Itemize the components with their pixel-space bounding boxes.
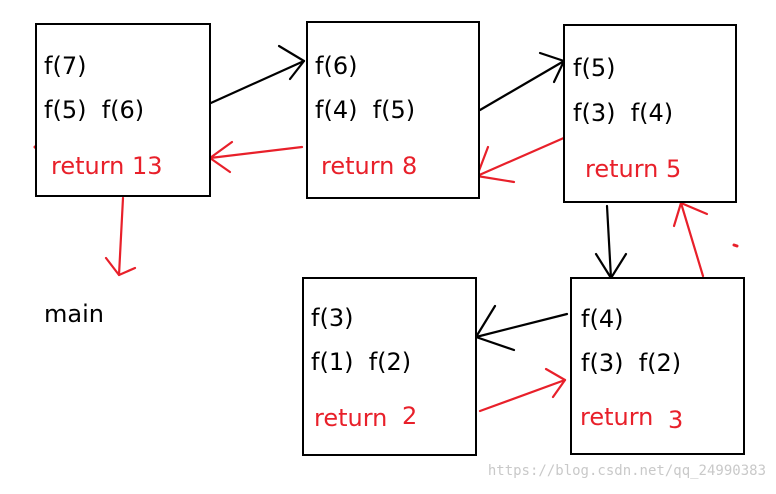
box-f7-return: return 13 xyxy=(51,152,163,180)
return-arrow-f6-to-f7 xyxy=(208,140,304,174)
box-f3: f(3) f(1) f(2) return 2 xyxy=(302,277,477,456)
box-f4: f(4) f(3) f(2) return 3 xyxy=(570,277,745,455)
call-arrow-f6-to-f5 xyxy=(478,51,566,112)
box-f7-subcalls: f(5) f(6) xyxy=(44,96,145,124)
box-f6-call: f(6) xyxy=(315,52,358,80)
call-arrow-f5-to-f4 xyxy=(594,204,628,280)
return-arrow-f3-to-f4 xyxy=(478,367,567,413)
box-f4-call: f(4) xyxy=(581,305,624,333)
call-arrow-f7-to-f6 xyxy=(200,44,306,109)
stray-red-mark-right xyxy=(732,243,739,248)
box-f6-return: return 8 xyxy=(321,152,418,180)
box-f3-call: f(3) xyxy=(311,304,354,332)
return-arrow-f7-to-main xyxy=(104,196,137,277)
box-f7: f(7) f(5) f(6) return 13 xyxy=(35,23,211,197)
return-arrow-f5-to-f6 xyxy=(475,135,568,184)
box-f5-return: return 5 xyxy=(585,155,682,183)
box-f3-return-value: 2 xyxy=(402,402,418,430)
watermark: https://blog.csdn.net/qq_24990383 xyxy=(487,463,766,479)
box-f5-call: f(5) xyxy=(573,54,616,82)
box-f4-return-word: return xyxy=(580,403,654,431)
box-f5-subcalls: f(3) f(4) xyxy=(573,99,674,127)
box-f3-return-word: return xyxy=(314,404,388,432)
box-f6-subcalls: f(4) f(5) xyxy=(315,96,416,124)
box-f7-call: f(7) xyxy=(44,52,87,80)
main-label: main xyxy=(44,300,104,328)
box-f4-return-value: 3 xyxy=(668,406,684,434)
return-arrow-f4-to-f5 xyxy=(672,201,709,278)
box-f6: f(6) f(4) f(5) return 8 xyxy=(306,21,480,199)
box-f4-subcalls: f(3) f(2) xyxy=(581,349,682,377)
box-f5: f(5) f(3) f(4) return 5 xyxy=(563,24,737,203)
call-arrow-f4-to-f3 xyxy=(474,304,569,352)
box-f3-subcalls: f(1) f(2) xyxy=(311,348,412,376)
